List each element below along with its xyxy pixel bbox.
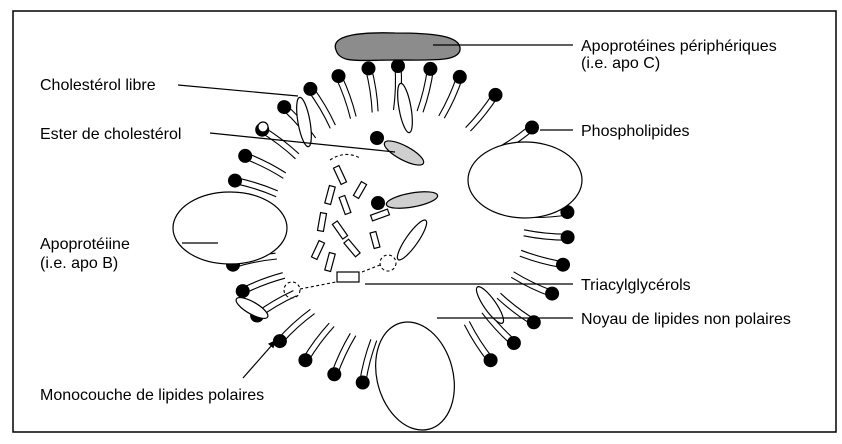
cholesterol-ester-head: [371, 196, 385, 210]
label-phospholipides: Phospholipides: [581, 123, 690, 140]
phospholipid-head: [556, 258, 570, 272]
free-cholesterol: [395, 82, 416, 133]
phospholipid-tail: [514, 272, 554, 291]
apoprotein-b-ellipse: [173, 192, 287, 264]
cholesterol-ester-group: [370, 131, 439, 211]
sterol-ring: [371, 209, 390, 221]
open-headgroup: [284, 282, 300, 298]
phospholipid-head: [391, 59, 405, 73]
phospholipid-tail: [371, 68, 378, 112]
phospholipid-head: [489, 88, 503, 102]
phospholipid-tail: [244, 159, 283, 179]
phospholipid-tail: [244, 278, 285, 294]
phospholipid-tail: [336, 77, 351, 119]
sterol-ring: [339, 196, 351, 215]
free-cholesterol-group: [233, 82, 507, 326]
free-cholesterol: [294, 96, 315, 147]
label-monocouche: Monocouche de lipides polaires: [40, 387, 264, 404]
phospholipid-head: [423, 62, 437, 76]
sterol-ring: [333, 166, 346, 185]
sterol-ring: [325, 253, 335, 272]
phospholipid-tail: [524, 230, 568, 234]
phospholipid-tail: [439, 76, 457, 116]
label-apo-b-line1: Apoprotéiine: [40, 236, 130, 253]
cholesterol-ester-tail: [385, 189, 439, 212]
leader-monocouche: [243, 345, 272, 378]
phospholipid-head: [236, 284, 250, 298]
phospholipid-head: [303, 82, 317, 96]
phospholipid-tail: [444, 78, 462, 118]
phospholipid-head: [561, 230, 575, 244]
label-apo-b-line2: (i.e. apo B): [40, 255, 118, 272]
apoprotein-c-blob: [335, 33, 460, 61]
phospholipid-head: [277, 100, 291, 114]
phospholipid-tail: [337, 336, 356, 376]
phospholipid-head: [332, 69, 346, 83]
phospholipid-tail: [511, 277, 551, 296]
phospholipid-head: [525, 121, 539, 135]
phospholipid-head: [484, 353, 498, 367]
phospholipid-head: [453, 70, 467, 84]
sterol-ring: [317, 213, 326, 232]
phospholipid-tail: [464, 325, 488, 362]
phospholipid-head: [545, 287, 559, 301]
phospholipid-head: [298, 353, 312, 367]
open-headgroup: [380, 255, 396, 271]
label-triacylglycerols: Triacylglycérols: [581, 277, 691, 294]
phospholipid-tail: [423, 70, 433, 113]
phospholipid-head: [327, 367, 341, 381]
core-dashed-line: [362, 265, 380, 272]
phospholipid-tail: [360, 339, 371, 382]
sterol-ring: [344, 239, 360, 257]
leader-cholesterol-libre: [178, 85, 298, 96]
label-noyau: Noyau de lipides non polaires: [581, 311, 791, 328]
label-apo-c-line1: Apoprotéines périphériques: [581, 38, 777, 55]
free-cholesterol: [393, 217, 430, 263]
phospholipid-head: [507, 336, 521, 350]
core-dashed-line: [300, 282, 336, 289]
phospholipid-head: [238, 149, 252, 163]
label-apo-c-line2: (i.e. apo C): [581, 55, 660, 72]
phospholipid-tail: [313, 87, 335, 125]
phospholipid-tail: [303, 323, 329, 358]
free-cholesterol: [472, 284, 507, 327]
sterol-ring: [370, 231, 380, 248]
phospholipid-tail: [332, 333, 351, 373]
cholesterol-ester-head: [370, 131, 384, 145]
phospholipid-tail: [394, 66, 396, 110]
phospholipid-tail: [366, 69, 373, 113]
phospholipid-tail: [521, 250, 564, 261]
sterol-ring: [353, 182, 366, 199]
label-cholesterol-libre: Cholestérol libre: [40, 77, 156, 94]
sterol-ring: [325, 186, 335, 205]
phospholipid-head: [362, 61, 376, 75]
phospholipid-tail: [470, 97, 498, 131]
core-dashed-line: [330, 154, 360, 160]
phospholipid-tail: [278, 309, 311, 339]
apoprotein-bottom-ellipse: [364, 313, 466, 439]
phospholipid-tail: [520, 256, 563, 268]
phospholipid-tail: [282, 314, 315, 344]
phospholipid-head: [356, 376, 370, 390]
cholesterol-ester-tail: [381, 136, 426, 169]
sterol-ring: [311, 241, 324, 260]
open-headgroup: [258, 122, 268, 132]
phospholipid-tail: [247, 153, 286, 173]
sterol-ring: [332, 221, 347, 239]
sterol-ring: [337, 272, 359, 282]
apoprotein-right-ellipse: [468, 142, 582, 218]
phospholipid-head: [228, 174, 242, 188]
core-sterols: [311, 166, 389, 282]
label-ester-cholesterol: Ester de cholestérol: [40, 126, 181, 143]
